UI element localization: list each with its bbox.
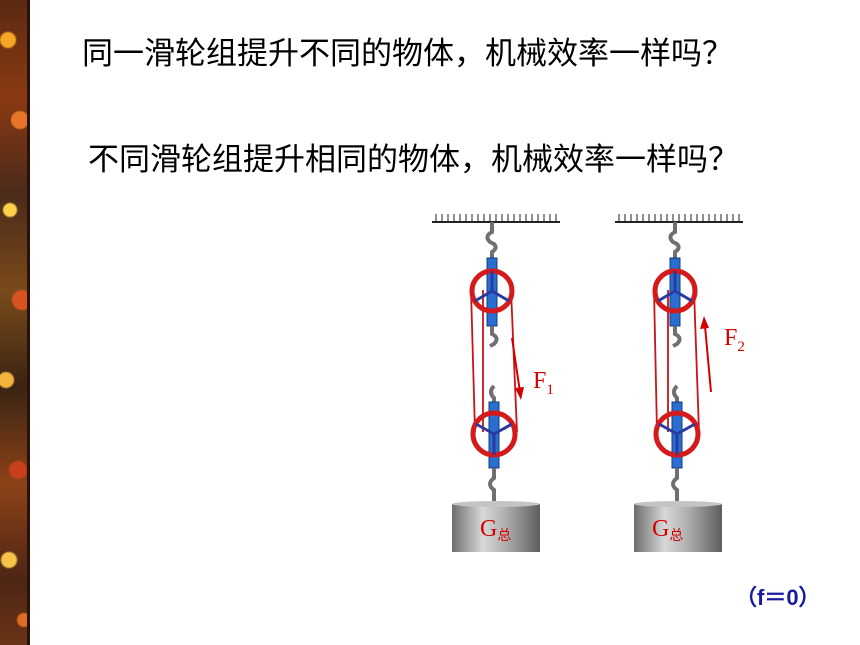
force-label-2: F2 [724,325,745,355]
pulley-system-1: F1 G总 [432,214,560,552]
movable-pulley-1 [470,401,518,469]
force-label-1: F1 [533,368,554,398]
force-arrow-2 [700,316,712,393]
rope-1 [470,289,518,433]
question-same-pulley: 同一滑轮组提升不同的物体，机械效率一样吗？ [82,36,733,72]
movable-pulley-2 [653,401,701,469]
load-label-2: G总 [652,516,683,544]
hook-top-1 [485,222,498,262]
rope-2 [653,289,700,433]
load-label-1: G总 [480,516,511,544]
hook-bottom-1 [488,468,496,504]
hook-bottom-2 [671,468,679,504]
ceiling-support-2 [615,214,743,223]
fixed-pulley-1 [469,257,515,327]
load-weight-2 [634,501,722,552]
friction-note: （f＝0） [735,585,821,610]
hook-lower-top-2 [672,384,679,404]
pulley-system-2: F2 G总 [615,214,745,552]
hook-middle-2 [672,326,682,348]
hook-lower-top-1 [489,384,496,404]
decorative-side-strip [0,0,30,645]
fixed-pulley-2 [652,257,698,327]
ceiling-support-1 [432,214,560,223]
hook-middle-1 [489,326,499,348]
question-different-pulley: 不同滑轮组提升相同的物体，机械效率一样吗？ [88,142,739,178]
load-weight-1 [452,501,540,552]
hook-top-2 [668,222,681,262]
force-arrow-1 [511,337,524,400]
